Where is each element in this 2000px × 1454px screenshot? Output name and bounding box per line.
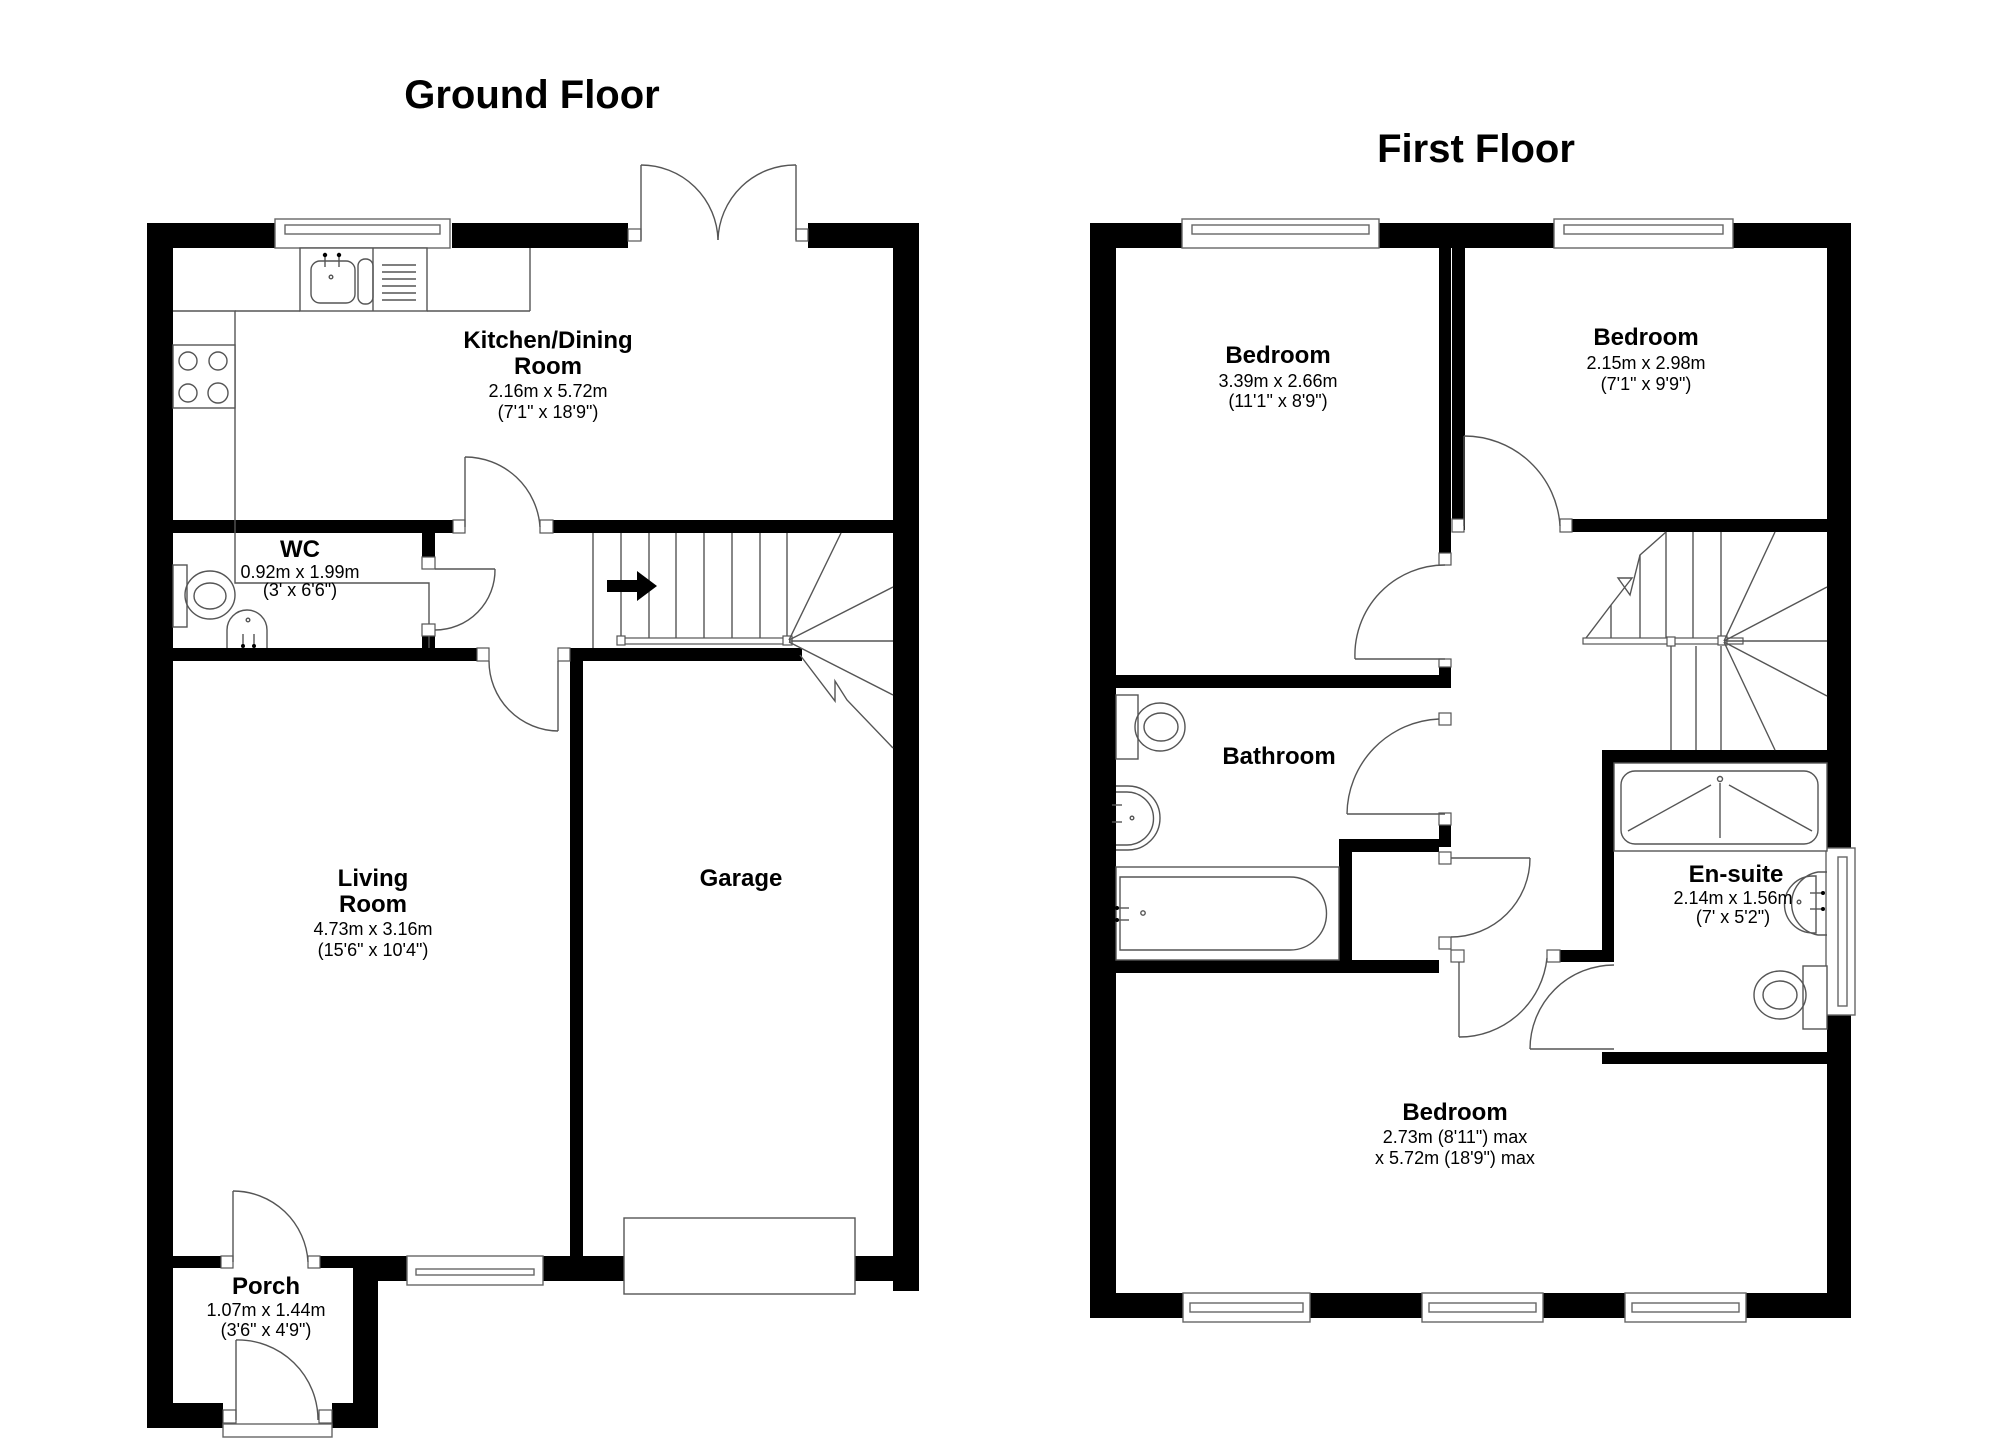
cupboard-door (1438, 851, 1531, 950)
ground-floor-walls (147, 223, 919, 1428)
svg-text:Bedroom: Bedroom (1593, 324, 1698, 351)
french-doors (627, 164, 809, 242)
kitchen-window (274, 218, 451, 249)
ensuite-window (1825, 847, 1856, 1016)
ensuite-label: En-suite 2.14m x 1.56m (7' x 5'2") (1673, 861, 1792, 927)
bedroom-right-window (1553, 218, 1734, 249)
stair-direction-arrow-icon (607, 571, 657, 601)
svg-text:2.14m x 1.56m: 2.14m x 1.56m (1673, 888, 1792, 908)
ensuite-toilet-icon (1753, 965, 1828, 1030)
porch-front-window (222, 1423, 333, 1438)
kitchen-door (452, 456, 554, 534)
svg-text:En-suite: En-suite (1689, 861, 1784, 888)
svg-text:(15'6" x 10'4"): (15'6" x 10'4") (318, 940, 429, 960)
wc-toilet-icon (172, 564, 236, 628)
porch-inner-door (220, 1190, 321, 1269)
ground-floor-stairs (592, 532, 894, 749)
bedroom-right-label: Bedroom 2.15m x 2.98m (7'1" x 9'9") (1586, 324, 1705, 394)
bathroom-basin-icon (1108, 785, 1161, 851)
bedroom-left-window (1181, 218, 1380, 249)
svg-text:Bathroom: Bathroom (1222, 743, 1335, 770)
svg-text:2.15m x 2.98m: 2.15m x 2.98m (1586, 353, 1705, 373)
kitchen-worktop (173, 247, 531, 648)
ground-floor-title: Ground Floor (404, 73, 660, 117)
svg-text:(7'1" x 18'9"): (7'1" x 18'9") (498, 402, 599, 422)
main-bedroom-windows (1182, 1292, 1747, 1323)
svg-text:4.73m x 3.16m: 4.73m x 3.16m (313, 919, 432, 939)
svg-text:Porch: Porch (232, 1273, 300, 1300)
front-door (222, 1339, 333, 1424)
kitchen-sink-icon (310, 252, 416, 305)
bath-icon (1115, 866, 1340, 961)
svg-text:Room: Room (339, 891, 407, 918)
svg-text:1.07m x 1.44m: 1.07m x 1.44m (206, 1300, 325, 1320)
hob-icon (172, 344, 236, 409)
living-window (406, 1255, 544, 1286)
bedroom-right-door (1451, 435, 1573, 533)
main-bedroom-label: Bedroom 2.73m (8'11") max x 5.72m (18'9"… (1375, 1099, 1535, 1168)
svg-text:3.39m x 2.66m: 3.39m x 2.66m (1218, 371, 1337, 391)
living-door (476, 647, 571, 732)
svg-text:2.16m x 5.72m: 2.16m x 5.72m (488, 381, 607, 401)
svg-text:(7'1" x 9'9"): (7'1" x 9'9") (1601, 374, 1692, 394)
svg-text:WC: WC (280, 536, 320, 563)
wc-door (421, 556, 496, 637)
first-floor-title: First Floor (1377, 127, 1575, 171)
garage-label: Garage (700, 865, 783, 892)
wc-basin-icon (226, 609, 268, 648)
porch-label: Porch 1.07m x 1.44m (3'6" x 4'9") (206, 1273, 325, 1340)
svg-text:x 5.72m (18'9") max: x 5.72m (18'9") max (1375, 1148, 1535, 1168)
svg-text:Living: Living (338, 865, 409, 892)
svg-text:Bedroom: Bedroom (1225, 342, 1330, 369)
ensuite-basin-icon (1783, 871, 1827, 936)
svg-text:Garage: Garage (700, 865, 783, 892)
svg-text:Kitchen/Dining: Kitchen/Dining (463, 327, 632, 354)
main-bedroom-door (1450, 949, 1561, 1038)
shower-tray-icon (1613, 762, 1828, 852)
bathroom-label: Bathroom (1222, 743, 1335, 770)
svg-text:(7' x 5'2"): (7' x 5'2") (1696, 907, 1770, 927)
bedroom-left-door (1354, 552, 1452, 668)
svg-text:Room: Room (514, 353, 582, 380)
bathroom-toilet-icon (1115, 694, 1186, 760)
kitchen-label: Kitchen/Dining Room 2.16m x 5.72m (7'1" … (463, 327, 632, 422)
ensuite-door (1529, 964, 1615, 1050)
svg-text:2.73m (8'11") max: 2.73m (8'11") max (1383, 1127, 1528, 1147)
first-floor-stairs (1582, 531, 1828, 751)
svg-text:0.92m x 1.99m: 0.92m x 1.99m (240, 562, 359, 582)
svg-text:(3'6" x 4'9"): (3'6" x 4'9") (221, 1320, 312, 1340)
first-floor-walls (1090, 223, 1851, 1318)
bathroom-door (1346, 712, 1452, 826)
living-room-label: Living Room 4.73m x 3.16m (15'6" x 10'4"… (313, 865, 432, 960)
svg-text:(3' x 6'6"): (3' x 6'6") (263, 580, 337, 600)
ground-floor: Ground Floor (147, 73, 919, 1438)
first-floor: First Floor (1090, 127, 1856, 1323)
wc-label: WC 0.92m x 1.99m (3' x 6'6") (240, 536, 359, 600)
svg-text:Bedroom: Bedroom (1402, 1099, 1507, 1126)
bedroom-left-label: Bedroom 3.39m x 2.66m (11'1" x 8'9") (1218, 342, 1337, 411)
svg-text:(11'1" x 8'9"): (11'1" x 8'9") (1228, 391, 1327, 411)
garage-door (623, 1217, 856, 1295)
